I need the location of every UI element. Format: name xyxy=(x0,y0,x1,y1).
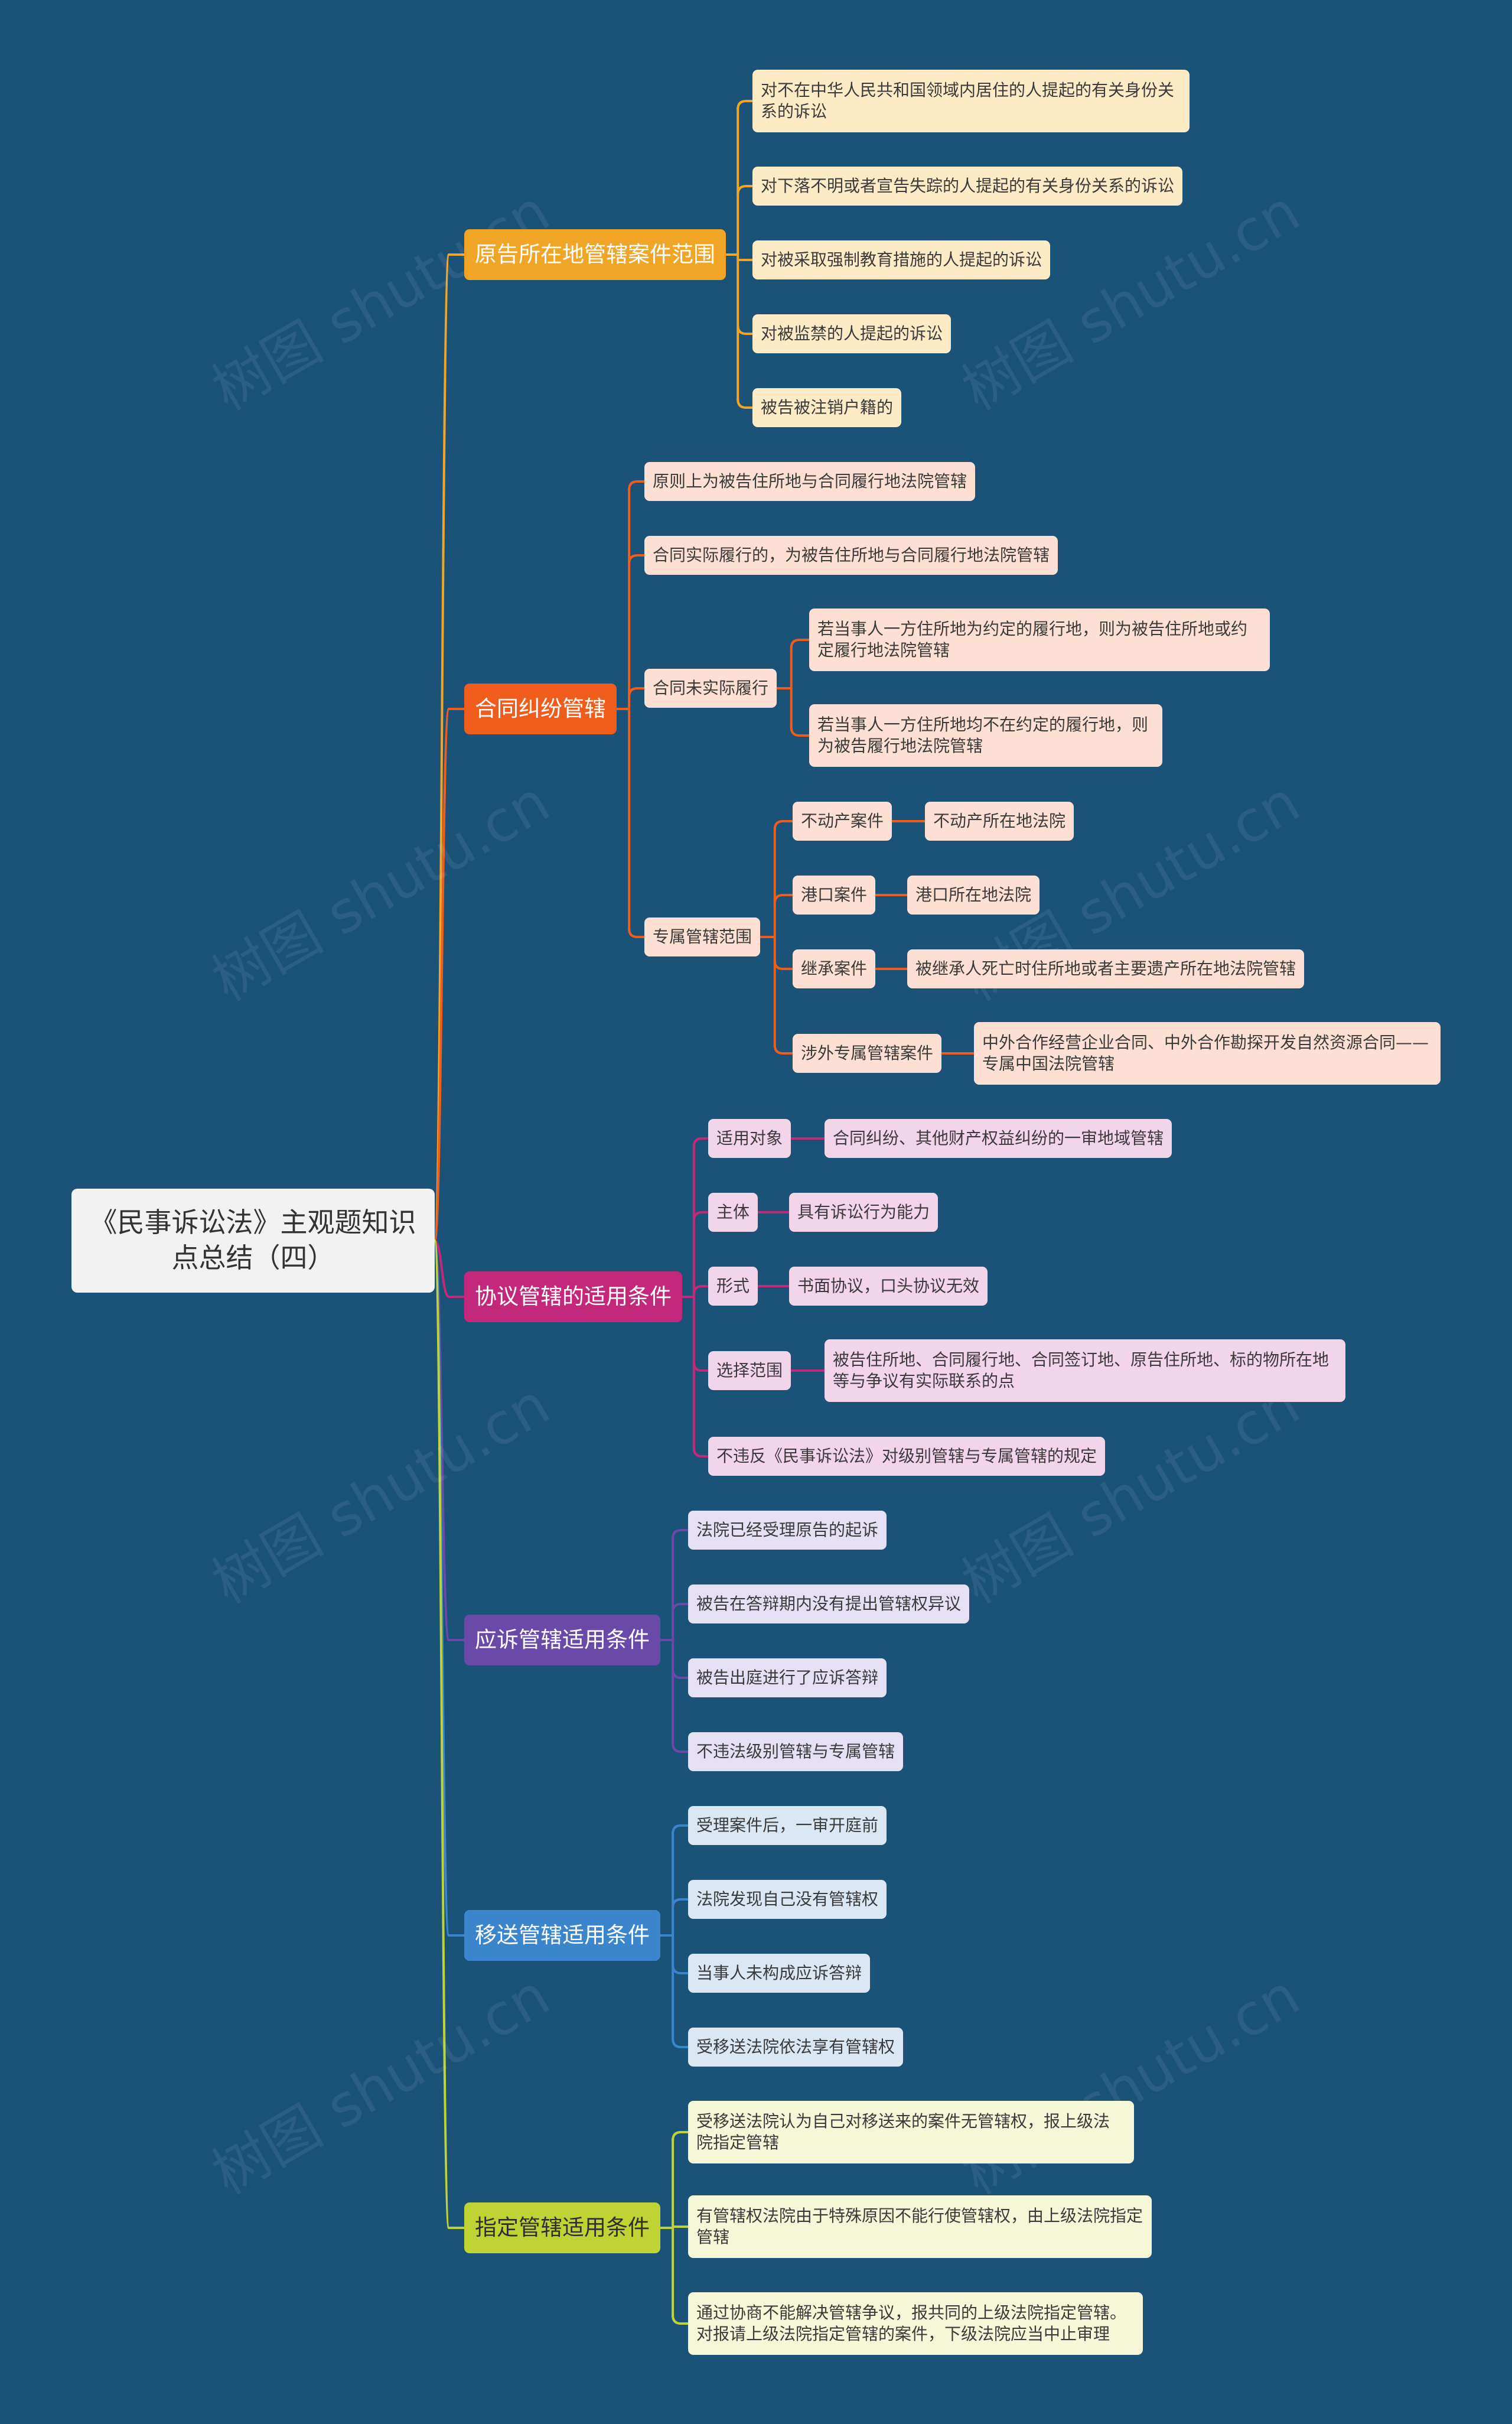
connector xyxy=(434,1239,450,1298)
root-topic[interactable]: 《民事诉讼法》主观题知识点总结（四） xyxy=(71,1189,435,1293)
connector xyxy=(692,1137,709,1148)
connector xyxy=(628,687,646,698)
leaf-node[interactable]: 港口所在地法院 xyxy=(907,876,1040,915)
leaf-node[interactable]: 不违反《民事诉讼法》对级别管辖与专属管辖的规定 xyxy=(708,1437,1106,1476)
leaf-node[interactable]: 对被采取强制教育措施的人提起的诉讼 xyxy=(752,240,1051,279)
connector xyxy=(672,1898,689,1909)
leaf-node[interactable]: 当事人未构成应诉答辩 xyxy=(688,1954,871,1993)
connector xyxy=(773,1044,794,1055)
leaf-node[interactable]: 涉外专属管辖案件 xyxy=(793,1034,942,1073)
connector xyxy=(737,100,754,110)
leaf-node[interactable]: 有管辖权法院由于特殊原因不能行使管辖权，由上级法院指定管辖 xyxy=(688,2195,1152,2258)
leaf-node[interactable]: 继承案件 xyxy=(793,949,876,988)
leaf-node[interactable]: 中外合作经营企业合同、中外合作勘探开发自然资源合同——专属中国法院管辖 xyxy=(974,1022,1441,1085)
leaf-node[interactable]: 通过协商不能解决管辖争议，报共同的上级法院指定管辖。对报请上级法院指定管辖的案件… xyxy=(688,2292,1143,2355)
leaf-node[interactable]: 若当事人一方住所地为约定的履行地，则为被告住所地或约定履行地法院管辖 xyxy=(809,609,1270,671)
leaf-node[interactable]: 原则上为被告住所地与合同履行地法院管辖 xyxy=(644,462,976,501)
connector xyxy=(672,1964,689,1974)
connector xyxy=(672,2131,689,2142)
leaf-node[interactable]: 被告住所地、合同履行地、合同签订地、原告住所地、标的物所在地等与争议有实际联系的… xyxy=(825,1339,1345,1402)
leaf-node[interactable]: 合同纠纷、其他财产权益纠纷的一审地域管辖 xyxy=(825,1119,1172,1158)
connector xyxy=(672,2038,689,2048)
leaf-node[interactable]: 港口案件 xyxy=(793,876,876,915)
leaf-node[interactable]: 不动产案件 xyxy=(793,802,892,841)
leaf-node[interactable]: 被告出庭进行了应诉答辩 xyxy=(688,1658,887,1697)
connector xyxy=(672,1824,689,1835)
connector xyxy=(628,554,646,565)
leaf-node[interactable]: 具有诉讼行为能力 xyxy=(789,1193,939,1232)
leaf-node[interactable]: 选择范围 xyxy=(708,1351,791,1390)
leaf-node[interactable]: 书面协议，口头协议无效 xyxy=(789,1267,988,1306)
leaf-node[interactable]: 法院已经受理原告的起诉 xyxy=(688,1511,887,1550)
leaf-node[interactable]: 被告在答辩期内没有提出管辖权异议 xyxy=(688,1584,970,1623)
connector xyxy=(672,1742,689,1753)
connector xyxy=(773,894,794,904)
leaf-node[interactable]: 主体 xyxy=(708,1193,758,1232)
connector xyxy=(737,324,754,335)
leaf-node[interactable]: 合同未实际履行 xyxy=(644,669,777,708)
connector xyxy=(692,1361,709,1372)
connector xyxy=(692,1447,709,1457)
connector xyxy=(434,708,450,1242)
connector xyxy=(628,480,646,491)
connector xyxy=(672,1603,689,1613)
branch-agreement-jurisdiction[interactable]: 协议管辖的适用条件 xyxy=(464,1271,682,1322)
leaf-node[interactable]: 被告被注销户籍的 xyxy=(752,388,902,427)
connector xyxy=(773,959,794,970)
connector xyxy=(692,1285,709,1296)
leaf-node[interactable]: 受理案件后，一审开庭前 xyxy=(688,1806,887,1845)
leaf-node[interactable]: 受移送法院认为自己对移送来的案件无管辖权，报上级法院指定管辖 xyxy=(688,2101,1134,2163)
connector xyxy=(790,639,810,649)
branch-transfer-jurisdiction[interactable]: 移送管辖适用条件 xyxy=(464,1910,660,1961)
leaf-node[interactable]: 适用对象 xyxy=(708,1119,791,1158)
connector xyxy=(737,185,754,196)
leaf-node[interactable]: 专属管辖范围 xyxy=(644,917,761,956)
connector xyxy=(692,1211,709,1222)
branch-plaintiff-domicile[interactable]: 原告所在地管辖案件范围 xyxy=(464,229,726,280)
connector xyxy=(672,1668,689,1679)
leaf-node[interactable]: 对被监禁的人提起的诉讼 xyxy=(752,314,951,353)
leaf-node[interactable]: 受移送法院依法享有管辖权 xyxy=(688,2028,904,2067)
leaf-node[interactable]: 若当事人一方住所地均不在约定的履行地，则为被告履行地法院管辖 xyxy=(809,704,1162,767)
connector xyxy=(672,1529,689,1540)
connector xyxy=(434,1239,450,2229)
leaf-node[interactable]: 不动产所在地法院 xyxy=(925,802,1074,841)
leaf-node[interactable]: 形式 xyxy=(708,1267,758,1306)
connector xyxy=(672,2314,689,2325)
connector xyxy=(773,820,794,831)
leaf-node[interactable]: 不违法级别管辖与专属管辖 xyxy=(688,1732,904,1771)
branch-designated-jurisdiction[interactable]: 指定管辖适用条件 xyxy=(464,2202,660,2253)
leaf-node[interactable]: 合同实际履行的，为被告住所地与合同履行地法院管辖 xyxy=(644,536,1058,575)
connector xyxy=(737,398,754,409)
branch-contract-dispute[interactable]: 合同纠纷管辖 xyxy=(464,684,617,734)
leaf-node[interactable]: 对不在中华人民共和国领域内居住的人提起的有关身份关系的诉讼 xyxy=(752,70,1190,132)
connector xyxy=(790,726,810,737)
leaf-node[interactable]: 对下落不明或者宣告失踪的人提起的有关身份关系的诉讼 xyxy=(752,167,1183,206)
leaf-node[interactable]: 法院发现自己没有管辖权 xyxy=(688,1880,887,1919)
leaf-node[interactable]: 被继承人死亡时住所地或者主要遗产所在地法院管辖 xyxy=(907,949,1305,988)
branch-response-jurisdiction[interactable]: 应诉管辖适用条件 xyxy=(464,1615,660,1665)
connector xyxy=(628,928,646,938)
